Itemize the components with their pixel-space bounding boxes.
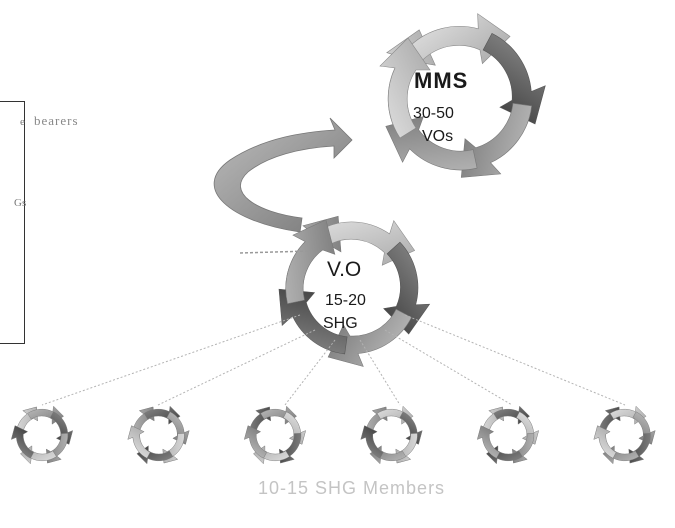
shg-cycle-circle <box>589 402 660 468</box>
connector-line <box>285 340 335 405</box>
shg-cycle-circle <box>239 402 310 468</box>
shg-members-label: 10-15 SHG Members <box>258 478 445 499</box>
office-box-fragment: e <box>20 116 25 128</box>
mms-unit: VOs <box>422 128 453 146</box>
office-box-fragment-2: Gs <box>14 197 26 209</box>
office-bearers-label: bearers <box>34 113 79 129</box>
connector-line <box>158 330 315 405</box>
mms-cycle-ring <box>374 9 559 196</box>
vo-range: 15-20 <box>325 292 366 310</box>
office-bearers-box <box>0 101 25 344</box>
shg-circles-row <box>6 402 660 468</box>
connector-line <box>405 315 625 405</box>
vo-title: V.O <box>327 258 361 282</box>
shg-cycle-circle <box>123 402 194 468</box>
vo-to-mms-arrow <box>214 118 352 232</box>
shg-cycle-circle <box>472 402 543 468</box>
shg-cycle-circle <box>356 402 427 468</box>
connector-line <box>385 330 512 405</box>
connector-line <box>42 315 300 405</box>
vo-unit: SHG <box>323 315 358 333</box>
mms-range: 30-50 <box>413 105 454 123</box>
mms-title: MMS <box>414 68 468 94</box>
shg-cycle-circle <box>6 402 77 468</box>
